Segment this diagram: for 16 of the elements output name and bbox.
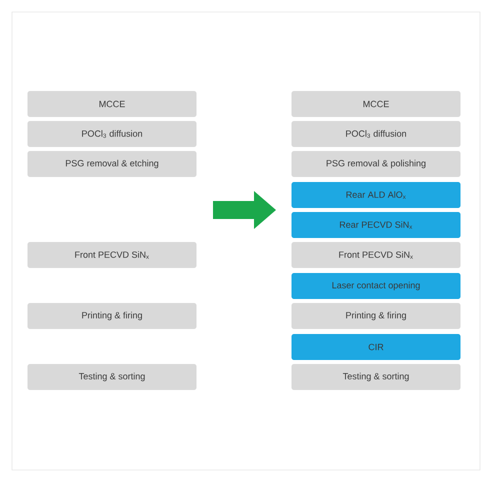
process-box: POCl$_{3}$ diffusion [292, 121, 460, 147]
process-box: MCCE [292, 91, 460, 117]
process-box: PSG removal & etching [28, 151, 196, 177]
process-box: CIR [292, 334, 460, 360]
process-box: Testing & sorting [292, 364, 460, 390]
process-box: Printing & firing [28, 303, 196, 329]
process-box: MCCE [28, 91, 196, 117]
process-box: POCl$_{3}$ diffusion [28, 121, 196, 147]
process-box: Printing & firing [292, 303, 460, 329]
process-box: Rear ALD AlO$_{x}$ [292, 182, 460, 208]
process-box: Rear PECVD SiN$_{x}$ [292, 212, 460, 238]
process-box: Laser contact opening [292, 273, 460, 299]
process-box: Front PECVD SiN$_{x}$ [28, 242, 196, 268]
process-box: Front PECVD SiN$_{x}$ [292, 242, 460, 268]
process-box: Testing & sorting [28, 364, 196, 390]
process-box: PSG removal & polishing [292, 151, 460, 177]
